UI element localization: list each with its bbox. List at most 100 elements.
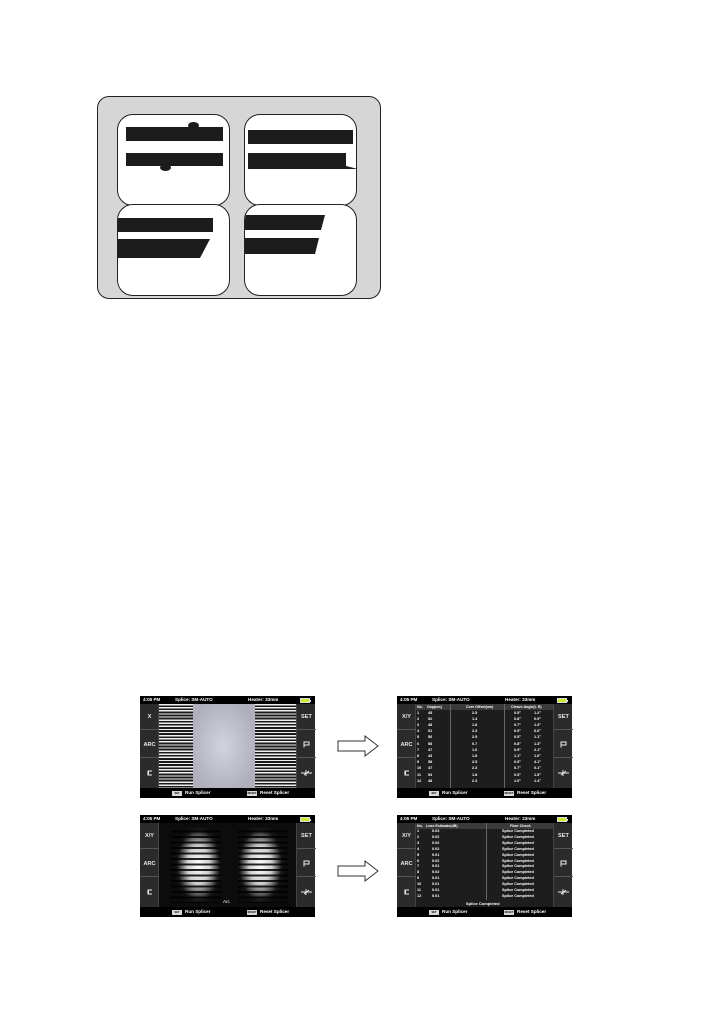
bottom-bar: SET Run Splicer RESET Reset Splicer: [397, 907, 572, 917]
fiber-button[interactable]: [297, 760, 316, 786]
table-cell: 5: [417, 852, 420, 857]
angled-fiber: [118, 239, 210, 258]
table-cell: 1.2°: [534, 710, 541, 715]
column-divider: [450, 704, 451, 788]
table-cell: 2.3: [472, 778, 478, 783]
reset-key-chip: RESET: [247, 790, 257, 796]
table-cell: 0.5°: [514, 760, 521, 765]
run-splicer-label[interactable]: Run Splicer: [185, 909, 211, 914]
table-cell: 12: [417, 778, 422, 783]
table-cell: Splice Completed: [502, 829, 534, 834]
reset-key-chip: RESET: [504, 909, 514, 915]
splicer-screen-image: 4:05 PM Splice: SM-AUTO Heater: 33mm X A…: [140, 696, 316, 798]
table-cell: Splice Completed: [502, 858, 534, 863]
set-key-chip: SET: [172, 790, 182, 796]
set-button[interactable]: SET: [297, 704, 316, 730]
right-button-bar: SET: [553, 704, 573, 788]
column-divider: [486, 823, 487, 900]
flag-icon: [303, 860, 310, 867]
defect-both-angle-cell: [244, 204, 357, 296]
heater-status: Heater: 33mm: [505, 816, 536, 821]
run-splicer-label[interactable]: Run Splicer: [442, 790, 468, 795]
arc-button[interactable]: ARC: [140, 851, 159, 877]
flag-button[interactable]: [554, 851, 573, 877]
table-cell: 10: [417, 881, 422, 886]
col-no: No.: [417, 824, 423, 828]
table-cell: 0.5°: [514, 710, 521, 715]
table-cell: 7: [417, 747, 420, 752]
set-button[interactable]: SET: [554, 823, 573, 849]
arc-label: Arc: [223, 899, 230, 904]
table-cell: 4.1°: [534, 760, 541, 765]
bottom-bar: SET Run Splicer RESET Reset Splicer: [397, 788, 572, 798]
table-cell: 1.5°: [534, 772, 541, 777]
table-cell: 0.9°: [534, 716, 541, 721]
table-cell: 48: [428, 722, 433, 727]
arc-button[interactable]: ARC: [397, 732, 416, 758]
table-cell: 1.1°: [534, 735, 541, 740]
reset-splicer-label[interactable]: Reset Splicer: [517, 909, 547, 914]
table-cell: 6: [417, 858, 420, 863]
table-cell: 1.3°: [534, 741, 541, 746]
fiber-button[interactable]: [297, 879, 316, 905]
reset-splicer-label[interactable]: Reset Splicer: [517, 790, 547, 795]
left-button-bar: X ARC: [140, 704, 159, 788]
fiber-button[interactable]: [554, 760, 573, 786]
splice-mode: Splice: SM-AUTO: [175, 816, 213, 821]
fiber-icon: [558, 770, 569, 776]
reset-splicer-label[interactable]: Reset Splicer: [260, 790, 290, 795]
splice-status: Splice Completed: [466, 901, 500, 906]
table-cell: 0.02: [432, 841, 440, 845]
right-button-bar: SET: [296, 823, 316, 907]
status-bar: 4:05 PM Splice: SM-AUTO Heater: 33mm: [397, 696, 572, 704]
fiber-button[interactable]: [554, 879, 573, 905]
set-button[interactable]: SET: [554, 704, 573, 730]
table-cell: 0.5°: [514, 735, 521, 740]
run-splicer-label[interactable]: Run Splicer: [185, 790, 211, 795]
heater-status: Heater: 33mm: [248, 697, 279, 702]
column-divider: [504, 704, 505, 788]
reset-splicer-label[interactable]: Reset Splicer: [260, 909, 290, 914]
flag-icon: [560, 860, 567, 867]
flag-button[interactable]: [297, 732, 316, 758]
arrow-right-icon: [337, 860, 379, 882]
back-button[interactable]: [140, 760, 159, 786]
xy-view-button[interactable]: X/Y: [397, 823, 416, 849]
run-splicer-label[interactable]: Run Splicer: [442, 909, 468, 914]
flag-button[interactable]: [297, 851, 316, 877]
table-cell: 2.5: [472, 760, 478, 765]
xy-view-button[interactable]: X/Y: [397, 704, 416, 730]
flag-icon: [560, 741, 567, 748]
battery-icon: [557, 817, 568, 822]
table-cell: 0.7°: [514, 722, 521, 727]
table-cell: 7: [417, 864, 420, 869]
heater-status: Heater: 33mm: [248, 816, 279, 821]
back-button[interactable]: [140, 879, 159, 905]
table-cell: 4: [417, 729, 420, 734]
flag-button[interactable]: [554, 732, 573, 758]
x-view-button[interactable]: X: [140, 704, 159, 730]
table-cell: 48: [428, 778, 433, 783]
table-cell: 2: [417, 716, 420, 721]
back-button[interactable]: [397, 760, 416, 786]
set-button[interactable]: SET: [297, 823, 316, 849]
table-cell: 0.9°: [514, 729, 521, 734]
back-button[interactable]: [397, 879, 416, 905]
table-cell: Splice Completed: [502, 864, 534, 869]
splice-mode: Splice: SM-AUTO: [432, 816, 470, 821]
table-cell: 5: [417, 735, 420, 740]
arc-button[interactable]: ARC: [397, 851, 416, 877]
battery-icon: [557, 698, 568, 703]
defect-bump-cell: [117, 114, 230, 206]
left-button-bar: X/Y ARC: [140, 823, 159, 907]
status-bar: 4:05 PM Splice: SM-AUTO Heater: 33mm: [140, 696, 315, 704]
right-button-bar: SET: [296, 704, 316, 788]
clock: 4:05 PM: [400, 697, 418, 702]
table-cell: 1.4: [472, 716, 478, 721]
arc-button[interactable]: ARC: [140, 732, 159, 758]
xy-view-button[interactable]: X/Y: [140, 823, 159, 849]
